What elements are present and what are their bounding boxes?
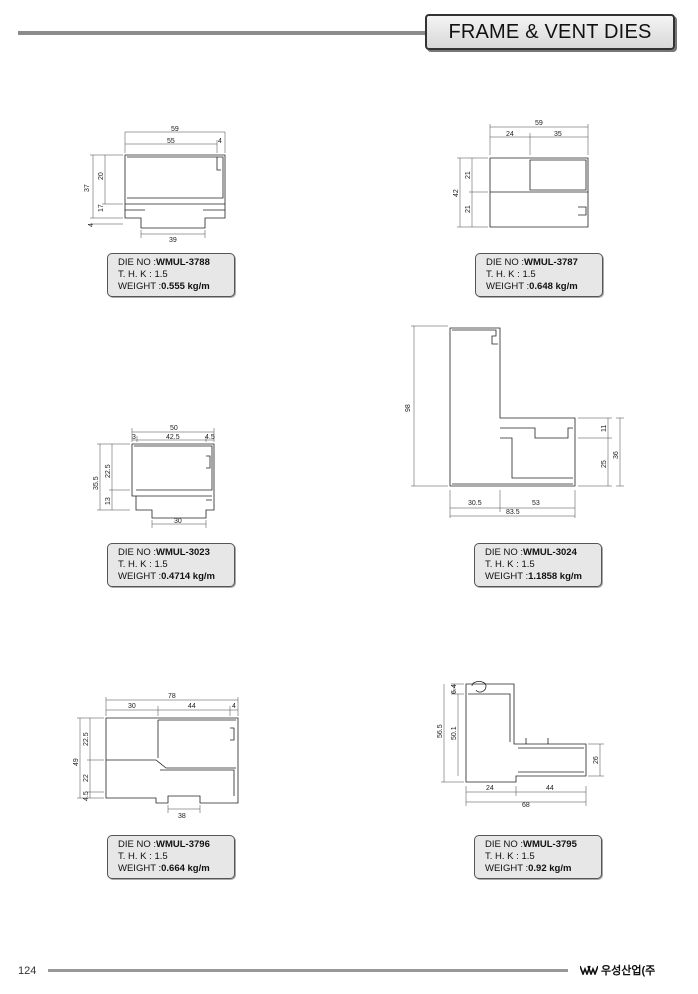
svg-text:36: 36 [613, 451, 620, 459]
company-brand: 우성산업(주 [580, 962, 655, 978]
svg-text:22: 22 [83, 774, 90, 782]
svg-text:53: 53 [532, 500, 540, 507]
svg-text:11: 11 [601, 425, 608, 432]
svg-text:4: 4 [88, 223, 95, 227]
die-drawing-wmul-3795: 6.4 56.5 50.1 26 24 44 68 [430, 672, 620, 812]
die-info-wmul-3023: DIE NO :WMUL-3023 T. H. K : 1.5 WEIGHT :… [107, 543, 235, 587]
svg-text:37: 37 [84, 184, 91, 192]
svg-text:22.5: 22.5 [83, 732, 90, 746]
svg-text:30: 30 [128, 703, 136, 710]
company-name: 우성산업(주 [601, 965, 656, 977]
svg-text:59: 59 [171, 126, 179, 133]
svg-text:38: 38 [178, 813, 186, 820]
svg-text:35.5: 35.5 [93, 476, 100, 490]
die-drawing-wmul-3796: 78 30 44 4 49 22.5 22 4.5 38 [70, 688, 250, 823]
die-info-wmul-3024: DIE NO :WMUL-3024 T. H. K : 1.5 WEIGHT :… [474, 543, 602, 587]
svg-text:3: 3 [132, 434, 136, 441]
die-info-wmul-3796: DIE NO :WMUL-3796 T. H. K : 1.5 WEIGHT :… [107, 835, 235, 879]
svg-text:4: 4 [232, 703, 236, 710]
svg-text:20: 20 [98, 172, 105, 180]
svg-text:13: 13 [105, 497, 112, 505]
svg-text:17: 17 [98, 204, 105, 212]
svg-text:98: 98 [405, 404, 412, 412]
svg-text:50: 50 [170, 425, 178, 432]
svg-text:35: 35 [554, 131, 562, 138]
svg-text:4.5: 4.5 [205, 434, 215, 441]
svg-text:44: 44 [546, 785, 554, 792]
svg-text:26: 26 [593, 756, 600, 764]
svg-text:50.1: 50.1 [451, 726, 458, 740]
page-title: FRAME & VENT DIES [425, 14, 675, 50]
svg-text:24: 24 [506, 131, 514, 138]
svg-text:4: 4 [218, 138, 222, 145]
svg-text:49: 49 [73, 758, 80, 766]
svg-text:42.5: 42.5 [166, 434, 180, 441]
die-drawing-wmul-3788: 59 55 4 37 20 17 4 39 [84, 120, 235, 245]
svg-text:78: 78 [168, 693, 176, 700]
die-drawing-wmul-3787: 59 24 35 42 21 21 [450, 115, 600, 235]
svg-text:55: 55 [167, 138, 175, 145]
header-rule [18, 31, 428, 35]
svg-text:21: 21 [465, 171, 472, 179]
die-drawing-wmul-3024: 98 11 25 36 30.5 53 83.5 [400, 318, 630, 523]
footer-rule [48, 969, 568, 972]
svg-text:59: 59 [535, 120, 543, 127]
svg-text:24: 24 [486, 785, 494, 792]
die-info-wmul-3787: DIE NO :WMUL-3787 T. H. K : 1.5 WEIGHT :… [475, 253, 603, 297]
die-info-wmul-3795: DIE NO :WMUL-3795 T. H. K : 1.5 WEIGHT :… [474, 835, 602, 879]
svg-text:6.4: 6.4 [451, 684, 458, 694]
die-info-wmul-3788: DIE NO :WMUL-3788 T. H. K : 1.5 WEIGHT :… [107, 253, 235, 297]
svg-text:30.5: 30.5 [468, 500, 482, 507]
page-number: 124 [18, 965, 37, 977]
svg-text:39: 39 [169, 237, 177, 244]
svg-text:4.5: 4.5 [83, 791, 90, 801]
die-drawing-wmul-3023: 50 3 42.5 4.5 35.5 22.5 13 30 [88, 418, 228, 533]
svg-text:25: 25 [601, 460, 608, 468]
svg-text:42: 42 [453, 189, 460, 197]
svg-text:83.5: 83.5 [506, 509, 520, 516]
svg-text:21: 21 [465, 205, 472, 213]
svg-text:44: 44 [188, 703, 196, 710]
svg-text:30: 30 [174, 518, 182, 525]
svg-text:68: 68 [522, 802, 530, 809]
svg-text:22.5: 22.5 [105, 464, 112, 478]
svg-text:56.5: 56.5 [437, 724, 444, 738]
company-logo-icon [580, 965, 598, 975]
